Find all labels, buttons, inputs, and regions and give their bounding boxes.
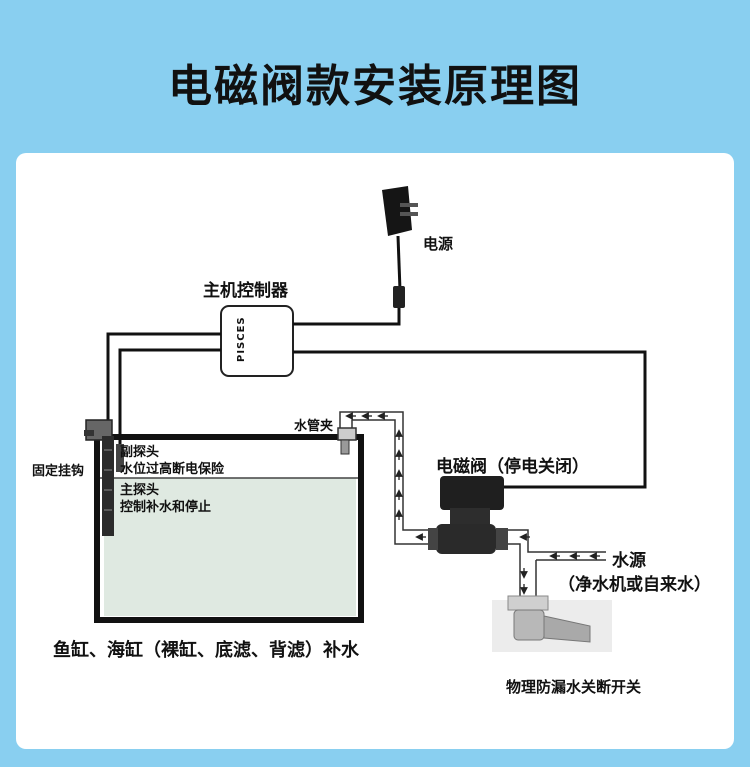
power-label: 电源 [423, 235, 454, 253]
page-title: 电磁阀款安装原理图 [168, 61, 582, 112]
leak-switch-label: 物理防漏水关断开关 [506, 678, 642, 696]
diagram-panel [16, 153, 734, 749]
water-source-desc: （净水机或自来水） [558, 575, 711, 595]
aux-probe [116, 444, 124, 472]
source-flow-arrows [519, 533, 600, 595]
controller-box [220, 305, 294, 377]
solenoid-valve-label: 电磁阀（停电关闭） [436, 457, 589, 477]
water-pipe-to-tank [339, 411, 436, 545]
pipe-clip [337, 427, 357, 455]
fixed-hook-label: 固定挂钩 [32, 464, 85, 479]
main-probe-desc: 控制补水和停止 [120, 500, 212, 515]
fixed-hook [84, 419, 113, 441]
water-source-pipe [508, 529, 606, 600]
power-adapter-icon [382, 186, 418, 308]
aux-probe-desc: 水位过高断电保险 [120, 462, 225, 477]
aux-probe-label: 副探头 [120, 445, 160, 460]
controller-label: 主机控制器 [203, 281, 288, 301]
leak-switch-icon [492, 595, 612, 652]
tank-caption: 鱼缸、海缸（裸缸、底滤、背滤）补水 [53, 640, 359, 661]
pipe-clip-label: 水管夹 [294, 419, 334, 434]
fish-tank [94, 434, 364, 623]
water-source-label: 水源 [612, 551, 646, 571]
pipe-flow-arrows [345, 412, 426, 541]
main-probe [102, 436, 114, 536]
main-probe-label: 主探头 [120, 483, 160, 498]
controller-brand: PISCES [236, 316, 247, 362]
cables [106, 308, 647, 489]
solenoid-valve-icon [428, 476, 508, 554]
